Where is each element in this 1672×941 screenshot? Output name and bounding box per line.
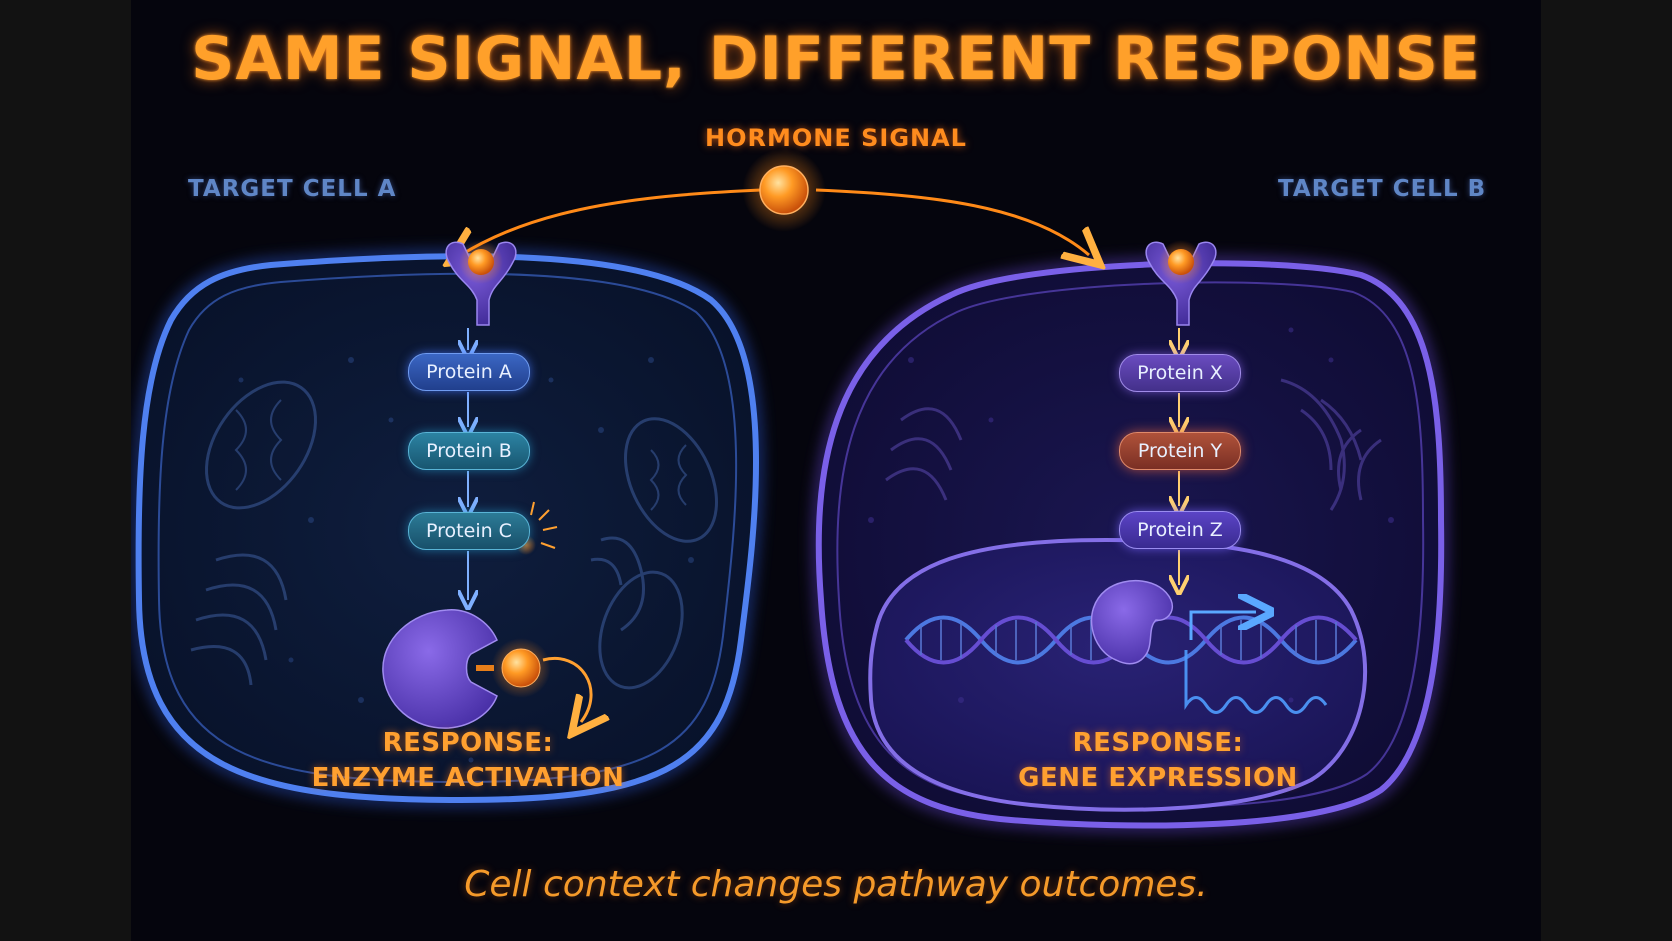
golgi-a: [190, 553, 288, 686]
cell-b-organelles: [885, 378, 1382, 511]
diagram-canvas: SAME SIGNAL, DIFFERENT RESPONSE HORMONE …: [131, 0, 1541, 941]
response-a-text: ENZYME ACTIVATION: [311, 763, 625, 793]
right-letterbox: [1541, 0, 1672, 941]
bound-hormone-b: [1168, 249, 1194, 275]
cell-a-speckles: [238, 357, 694, 763]
caption: Cell context changes pathway outcomes.: [464, 864, 1208, 905]
cell-b-inner-membrane: [836, 281, 1425, 809]
protein-y: Protein Y: [1119, 432, 1241, 470]
response-b-heading: RESPONSE:: [1072, 728, 1244, 758]
hormone-signal: [461, 148, 1089, 255]
cell-a-label: TARGET CELL A: [188, 176, 397, 202]
bound-hormone-a: [468, 249, 494, 275]
golgi-b2: [1337, 428, 1382, 501]
response-b: RESPONSE: GENE EXPRESSION: [983, 726, 1333, 796]
signal-arc-left: [461, 188, 762, 255]
hormone-molecule: [759, 165, 809, 215]
left-letterbox: [0, 0, 131, 941]
page-title: SAME SIGNAL, DIFFERENT RESPONSE: [191, 24, 1481, 94]
protein-z: Protein Z: [1119, 511, 1241, 549]
receptor-b: [1145, 240, 1217, 326]
cell-a-inner-membrane: [157, 272, 738, 784]
protein-c: Protein C: [408, 512, 530, 550]
response-a-heading: RESPONSE:: [382, 728, 554, 758]
mitochondrion-a1: [204, 380, 318, 510]
protein-b: Protein B: [408, 432, 530, 470]
cell-a-organelles: [190, 380, 718, 690]
hormone-signal-label: HORMONE SIGNAL: [705, 124, 967, 152]
mitochondrion-a3: [598, 570, 684, 690]
substrate-molecule: [501, 648, 541, 688]
response-a: RESPONSE: ENZYME ACTIVATION: [293, 726, 643, 796]
transcription-factor: [1090, 579, 1173, 665]
transcription-arrow: [1189, 612, 1256, 640]
golgi-b1: [885, 407, 963, 501]
product-arrow: [542, 657, 591, 722]
receptor-a: [445, 240, 517, 326]
er-b: [1280, 378, 1363, 511]
enzyme-a: [382, 609, 591, 728]
response-b-text: GENE EXPRESSION: [1018, 763, 1298, 793]
cell-b-label: TARGET CELL B: [1278, 176, 1487, 202]
cell-b-speckles: [868, 327, 1394, 783]
signal-arc-right: [815, 188, 1089, 255]
er-a: [590, 536, 645, 632]
mrna-strand: [1184, 650, 1328, 714]
protein-x: Protein X: [1119, 354, 1241, 392]
protein-a: Protein A: [408, 353, 530, 391]
mitochondrion-a2: [624, 417, 718, 543]
